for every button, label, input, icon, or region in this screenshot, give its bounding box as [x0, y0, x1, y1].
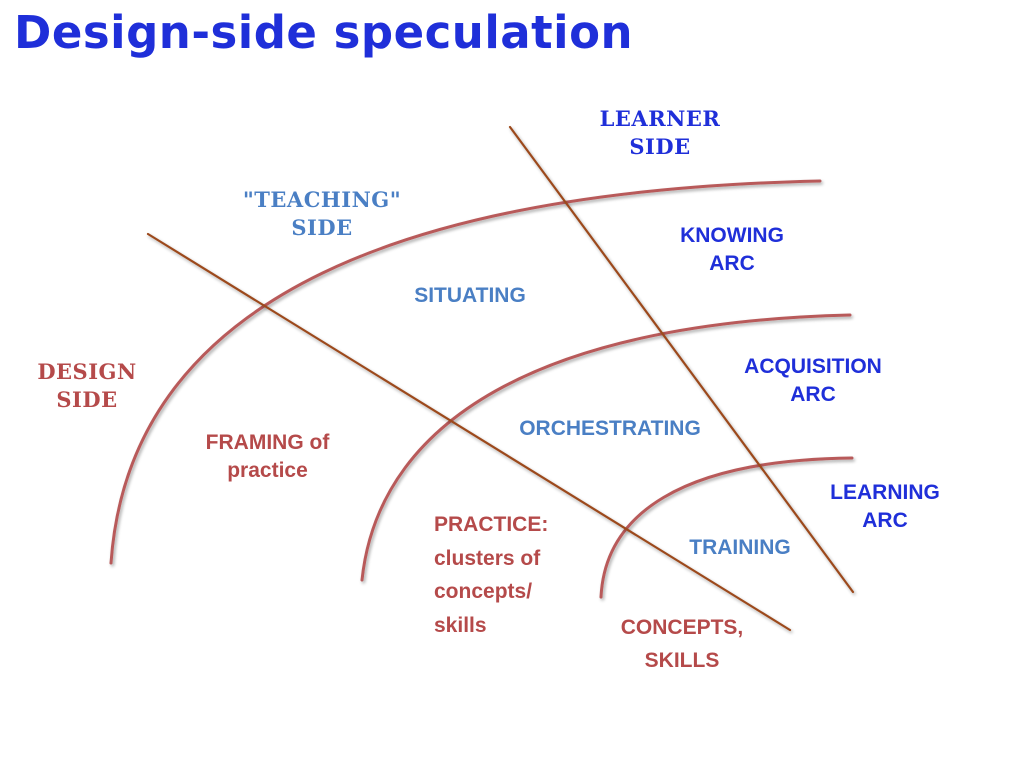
- learner-side-divider: [508, 125, 855, 594]
- framing-label: FRAMING of practice: [205, 431, 330, 482]
- teaching-side-divider: [146, 232, 792, 632]
- knowing-arc-label: KNOWING ARC: [680, 224, 784, 275]
- practice-label: PRACTICE: clusters of concepts/ skills: [434, 513, 549, 637]
- acquisition-arc-label: ACQUISITION ARC: [744, 355, 882, 406]
- acquisition-arc-curve: [360, 313, 852, 582]
- knowing-arc-curve: [109, 179, 822, 565]
- teaching-side-label: "TEACHING" SIDE: [242, 187, 402, 240]
- learner-side-label: LEARNER SIDE: [599, 106, 721, 159]
- design-side-label: DESIGN SIDE: [37, 359, 137, 412]
- learning-arc-curve: [599, 456, 854, 599]
- page-title: Design-side speculation: [14, 6, 634, 59]
- orchestrating-label: ORCHESTRATING: [519, 417, 701, 440]
- situating-label: SITUATING: [414, 284, 526, 307]
- concepts-skills-label: CONCEPTS, SKILLS: [620, 616, 744, 672]
- training-label: TRAINING: [689, 536, 791, 559]
- learning-arc-label: LEARNING ARC: [830, 481, 940, 532]
